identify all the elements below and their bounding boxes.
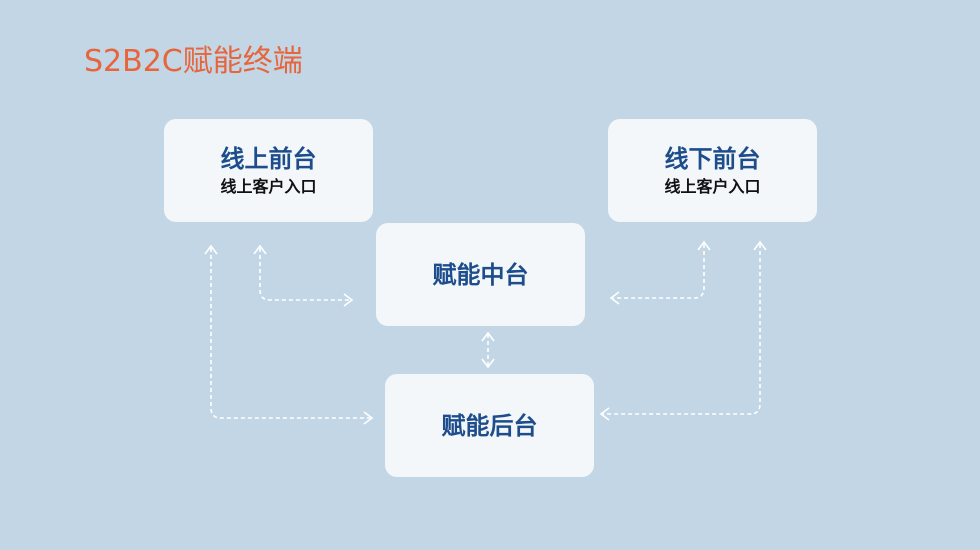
- connector-online-back: [204, 244, 374, 425]
- node-online-front-title: 线上前台: [220, 144, 317, 173]
- node-back: 赋能后台: [385, 374, 594, 477]
- connector-middle-back: [481, 331, 495, 369]
- connector-online-middle: [253, 244, 354, 307]
- connector-offline-middle: [609, 240, 711, 305]
- node-online-front-subtitle: 线上客户入口: [220, 176, 317, 196]
- node-back-title: 赋能后台: [441, 411, 538, 440]
- node-offline-front-title: 线下前台: [664, 144, 761, 173]
- node-middle-title: 赋能中台: [432, 260, 529, 289]
- node-offline-front: 线下前台 线上客户入口: [608, 119, 817, 222]
- node-online-front: 线上前台 线上客户入口: [164, 119, 373, 222]
- node-offline-front-subtitle: 线上客户入口: [664, 176, 761, 196]
- connector-offline-back: [599, 240, 767, 421]
- page-title: S2B2C赋能终端: [84, 44, 303, 79]
- node-middle: 赋能中台: [376, 223, 585, 326]
